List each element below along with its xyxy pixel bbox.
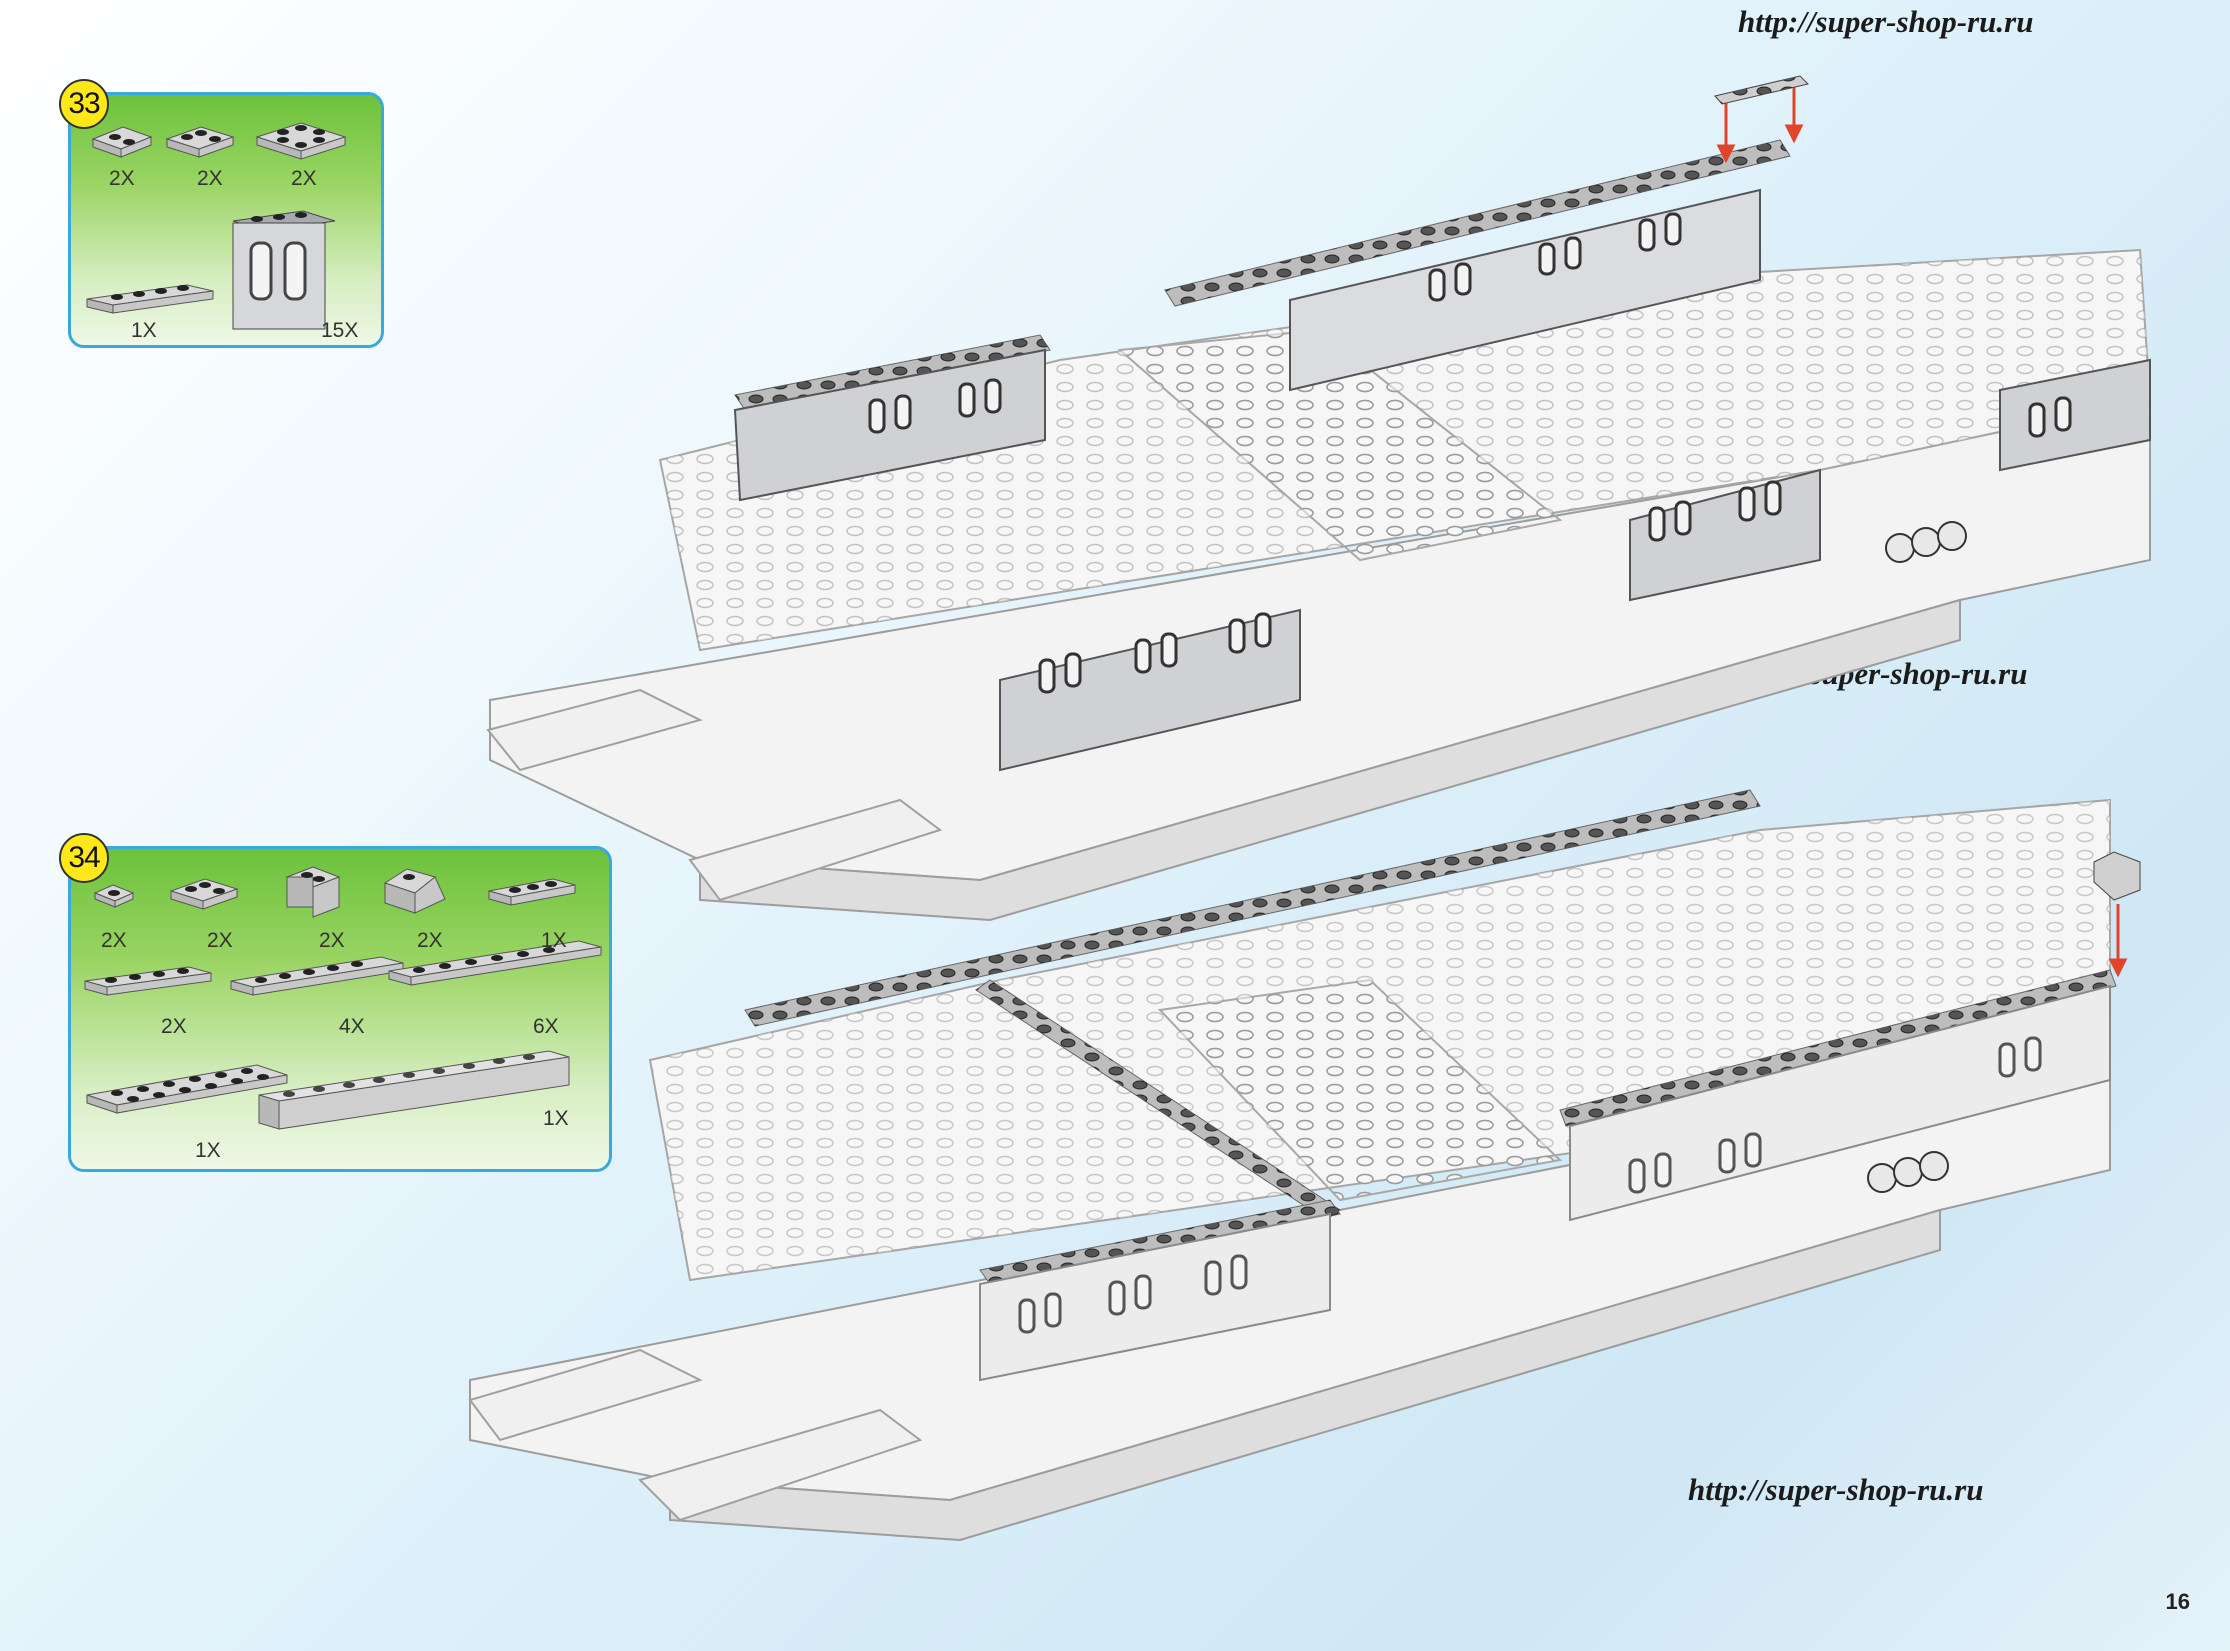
step-34-qty-1: 2X xyxy=(101,929,127,952)
step-34-qty-2: 2X xyxy=(207,929,233,952)
step-33-parts-panel: 33 xyxy=(59,79,384,348)
step-34-parts-panel: 34 xyxy=(59,833,612,1172)
step-34-qty-3: 2X xyxy=(319,929,345,952)
step-34-qty-8: 6X xyxy=(533,1015,559,1038)
step-33-qty-1: 2X xyxy=(109,167,135,190)
step-34-qty-9: 1X xyxy=(195,1139,221,1162)
watermark-bottom: http://super-shop-ru.ru xyxy=(1688,1472,1984,1507)
step-34-badge: 34 xyxy=(59,833,109,883)
bricks-and-plates-icon xyxy=(84,866,602,1130)
step-34-qty-4: 2X xyxy=(417,929,443,952)
step-33-qty-4: 1X xyxy=(131,319,157,342)
step-33-qty-2: 2X xyxy=(197,167,223,190)
step-33-qty-5: 15X xyxy=(321,319,359,342)
watermark-top: http://super-shop-ru.ru xyxy=(1738,4,2034,39)
step-34-qty-7: 4X xyxy=(339,1015,365,1038)
step-33-badge: 33 xyxy=(59,79,109,129)
page-number: 16 xyxy=(2165,1589,2190,1614)
step-34-qty-6: 2X xyxy=(161,1015,187,1038)
plate-1x2-icon xyxy=(86,122,347,330)
step-34-qty-10: 1X xyxy=(543,1107,569,1130)
step-34-qty-5: 1X xyxy=(541,929,567,952)
step-33-qty-3: 2X xyxy=(291,167,317,190)
